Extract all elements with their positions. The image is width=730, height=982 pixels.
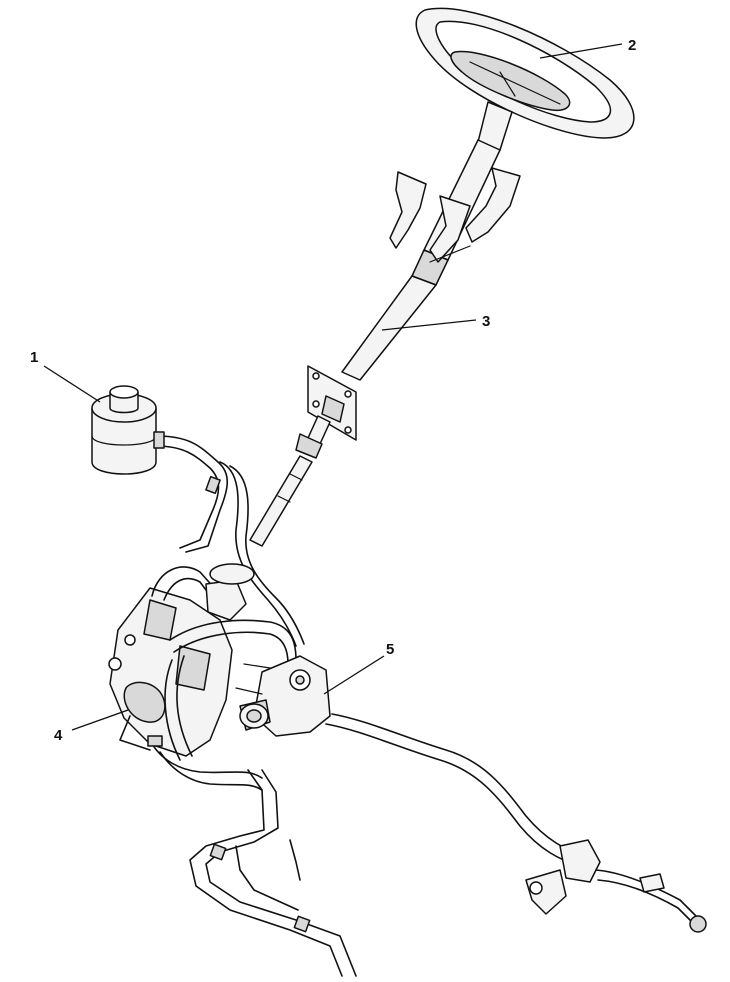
callout-3: 3 — [482, 313, 490, 330]
callout-4: 4 — [54, 727, 63, 744]
leader-5 — [323, 655, 385, 695]
steering-gear — [108, 563, 297, 791]
callout-leaders — [43, 43, 623, 731]
leader-1 — [43, 365, 101, 403]
leader-2 — [539, 43, 623, 59]
pressure-lines — [189, 769, 357, 977]
leader-3 — [381, 319, 477, 331]
intermediate-shaft — [249, 415, 331, 547]
drag-link-line — [325, 713, 707, 933]
reservoir-hoses — [153, 431, 305, 647]
steering-wheel — [415, 7, 635, 139]
fluid-reservoir — [91, 385, 157, 475]
leader-4 — [71, 709, 129, 731]
steering-column — [341, 101, 521, 381]
callout-2: 2 — [628, 37, 636, 54]
callout-1: 1 — [30, 349, 38, 366]
steering-pump — [235, 655, 331, 737]
callout-5: 5 — [386, 641, 394, 658]
column-mount-plate — [307, 365, 357, 441]
